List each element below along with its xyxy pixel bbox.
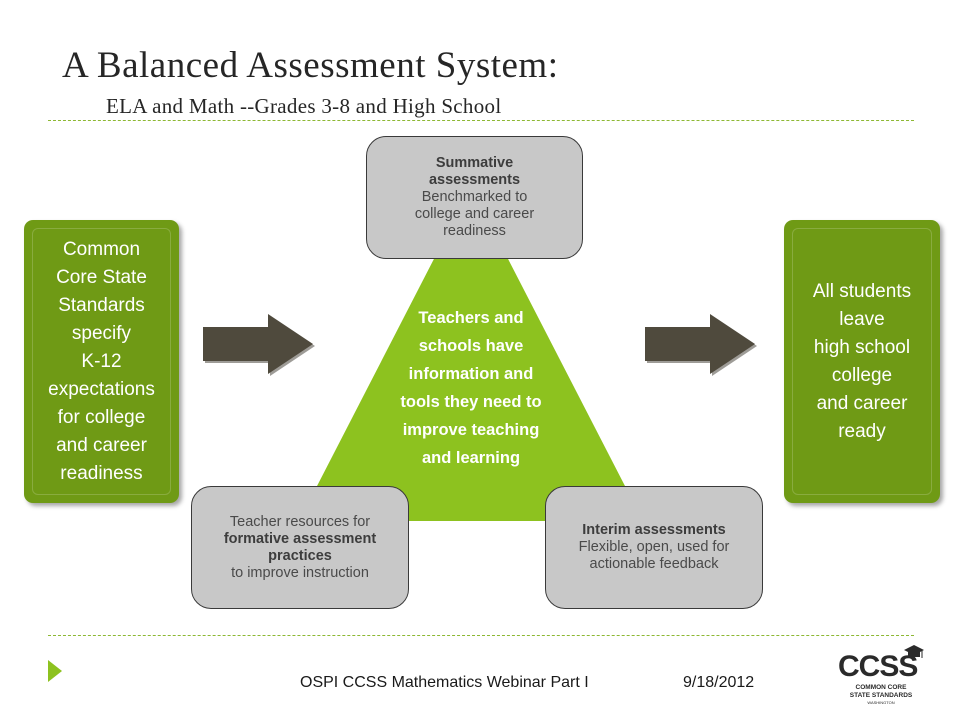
center-triangle	[299, 187, 643, 521]
summative-assessments-box: Summative assessments Benchmarked to col…	[366, 136, 583, 259]
interim-title-line: Interim assessments	[582, 522, 726, 538]
top-dashed-divider	[48, 120, 914, 121]
ccss-logo-wordmark: CCSS	[838, 650, 918, 683]
summative-title-line: assessments	[428, 172, 521, 188]
triangle-center-text: Teachers and schools have information an…	[400, 309, 542, 467]
common-core-standards-box: Common Core State Standards specify K-12…	[24, 220, 179, 503]
right-arrow-icon	[645, 314, 757, 376]
summative-body-line: readiness	[443, 223, 506, 239]
ccss-logo-caption: COMMON CORE STATE STANDARDS	[849, 684, 913, 699]
resources-bold-line: practices	[268, 547, 332, 564]
teacher-resources-box: Teacher resources for formative assessme…	[191, 486, 409, 609]
bottom-dashed-divider	[48, 635, 914, 636]
ccss-logo-subtext: WASHINGTON	[867, 700, 895, 705]
ccss-logo: CCSS COMMON CORE STATE STANDARDS WASHING…	[836, 644, 926, 706]
interim-assessments-box: Interim assessments Flexible, open, used…	[545, 486, 763, 609]
footer-date: 9/18/2012	[683, 674, 755, 691]
common-core-standards-text: Common Core State Standards specify K-12…	[48, 238, 155, 484]
all-students-ready-text: All students leave high school college a…	[812, 280, 912, 442]
graduation-cap-icon	[904, 645, 924, 658]
interim-body-line: Flexible, open, used for	[578, 539, 730, 555]
all-students-ready-box: All students leave high school college a…	[784, 220, 940, 503]
slide-subtitle: ELA and Math --Grades 3-8 and High Schoo…	[106, 94, 502, 118]
interim-body-line: actionable feedback	[589, 556, 719, 572]
slide-title: A Balanced Assessment System:	[62, 45, 559, 86]
resources-line: to improve instruction	[231, 564, 369, 581]
left-arrow-icon	[203, 314, 315, 376]
summative-body-line: Benchmarked to	[421, 189, 528, 205]
footer-presentation-title: OSPI CCSS Mathematics Webinar Part I	[300, 674, 589, 691]
summative-title-line: Summative	[435, 155, 514, 171]
summative-body-line: college and career	[414, 206, 535, 222]
resources-line: Teacher resources for	[229, 513, 371, 530]
footer-triangle-icon	[48, 660, 62, 682]
resources-bold-line: formative assessment	[223, 530, 377, 547]
